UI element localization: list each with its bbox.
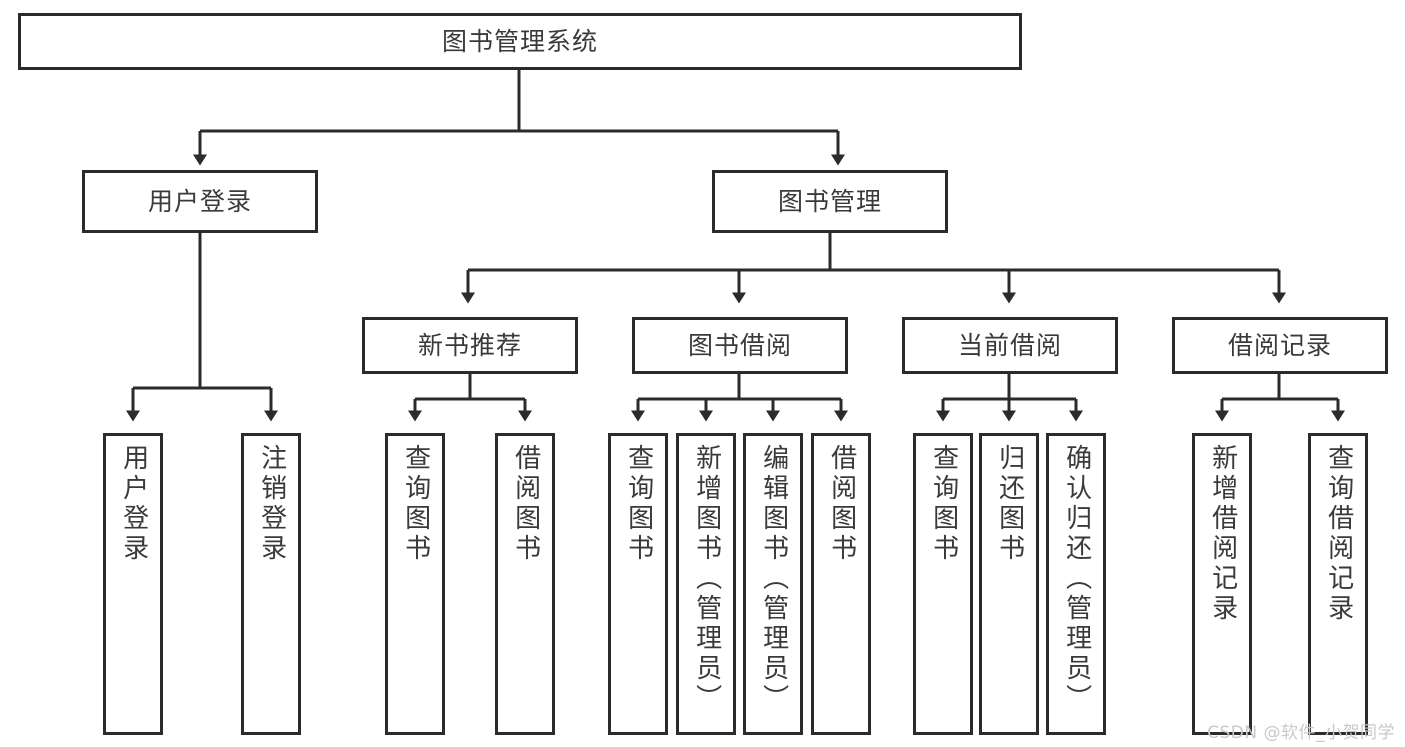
leaf-user-login-label: 用户登录 xyxy=(118,444,149,564)
leaf-query-book-1[interactable]: 查询图书 xyxy=(385,433,445,735)
node-current-borrow-label: 当前借阅 xyxy=(957,330,1062,360)
leaf-query-book-3-label: 查询图书 xyxy=(928,444,959,564)
leaf-user-login[interactable]: 用户登录 xyxy=(103,433,163,735)
leaf-add-borrow-record-label: 新增借阅记录 xyxy=(1207,444,1238,624)
leaf-add-book-admin[interactable]: 新增图书（管理员） xyxy=(676,433,736,735)
node-book-borrow-label: 图书借阅 xyxy=(687,330,792,360)
leaf-edit-book-admin[interactable]: 编辑图书（管理员） xyxy=(743,433,803,735)
node-book-manage[interactable]: 图书管理 xyxy=(712,170,948,233)
leaf-edit-book-admin-label: 编辑图书（管理员） xyxy=(758,444,789,714)
node-book-borrow[interactable]: 图书借阅 xyxy=(632,317,848,374)
watermark: CSDN @软件_小贺同学 xyxy=(1207,723,1395,743)
leaf-add-borrow-record[interactable]: 新增借阅记录 xyxy=(1192,433,1252,735)
leaf-borrow-book-2-label: 借阅图书 xyxy=(826,444,857,564)
leaf-return-book[interactable]: 归还图书 xyxy=(979,433,1039,735)
node-new-book-recommend[interactable]: 新书推荐 xyxy=(362,317,578,374)
leaf-query-borrow-record[interactable]: 查询借阅记录 xyxy=(1308,433,1368,735)
leaf-confirm-return-admin-label: 确认归还（管理员） xyxy=(1061,444,1092,714)
node-user-login-label: 用户登录 xyxy=(147,186,252,216)
node-current-borrow[interactable]: 当前借阅 xyxy=(902,317,1118,374)
node-user-login[interactable]: 用户登录 xyxy=(82,170,318,233)
leaf-query-book-3[interactable]: 查询图书 xyxy=(913,433,973,735)
leaf-add-book-admin-label: 新增图书（管理员） xyxy=(691,444,722,714)
node-root-label: 图书管理系统 xyxy=(441,26,598,56)
leaf-borrow-book-1[interactable]: 借阅图书 xyxy=(495,433,555,735)
leaf-logout-login[interactable]: 注销登录 xyxy=(241,433,301,735)
leaf-query-borrow-record-label: 查询借阅记录 xyxy=(1323,444,1354,624)
leaf-return-book-label: 归还图书 xyxy=(994,444,1025,564)
leaf-confirm-return-admin[interactable]: 确认归还（管理员） xyxy=(1046,433,1106,735)
node-book-manage-label: 图书管理 xyxy=(777,186,882,216)
node-new-book-recommend-label: 新书推荐 xyxy=(417,330,522,360)
node-borrow-record[interactable]: 借阅记录 xyxy=(1172,317,1388,374)
leaf-borrow-book-2[interactable]: 借阅图书 xyxy=(811,433,871,735)
node-root[interactable]: 图书管理系统 xyxy=(18,13,1022,70)
leaf-borrow-book-1-label: 借阅图书 xyxy=(510,444,541,564)
leaf-query-book-1-label: 查询图书 xyxy=(400,444,431,564)
leaf-logout-login-label: 注销登录 xyxy=(256,444,287,564)
leaf-query-book-2[interactable]: 查询图书 xyxy=(608,433,668,735)
node-borrow-record-label: 借阅记录 xyxy=(1227,330,1332,360)
leaf-query-book-2-label: 查询图书 xyxy=(623,444,654,564)
